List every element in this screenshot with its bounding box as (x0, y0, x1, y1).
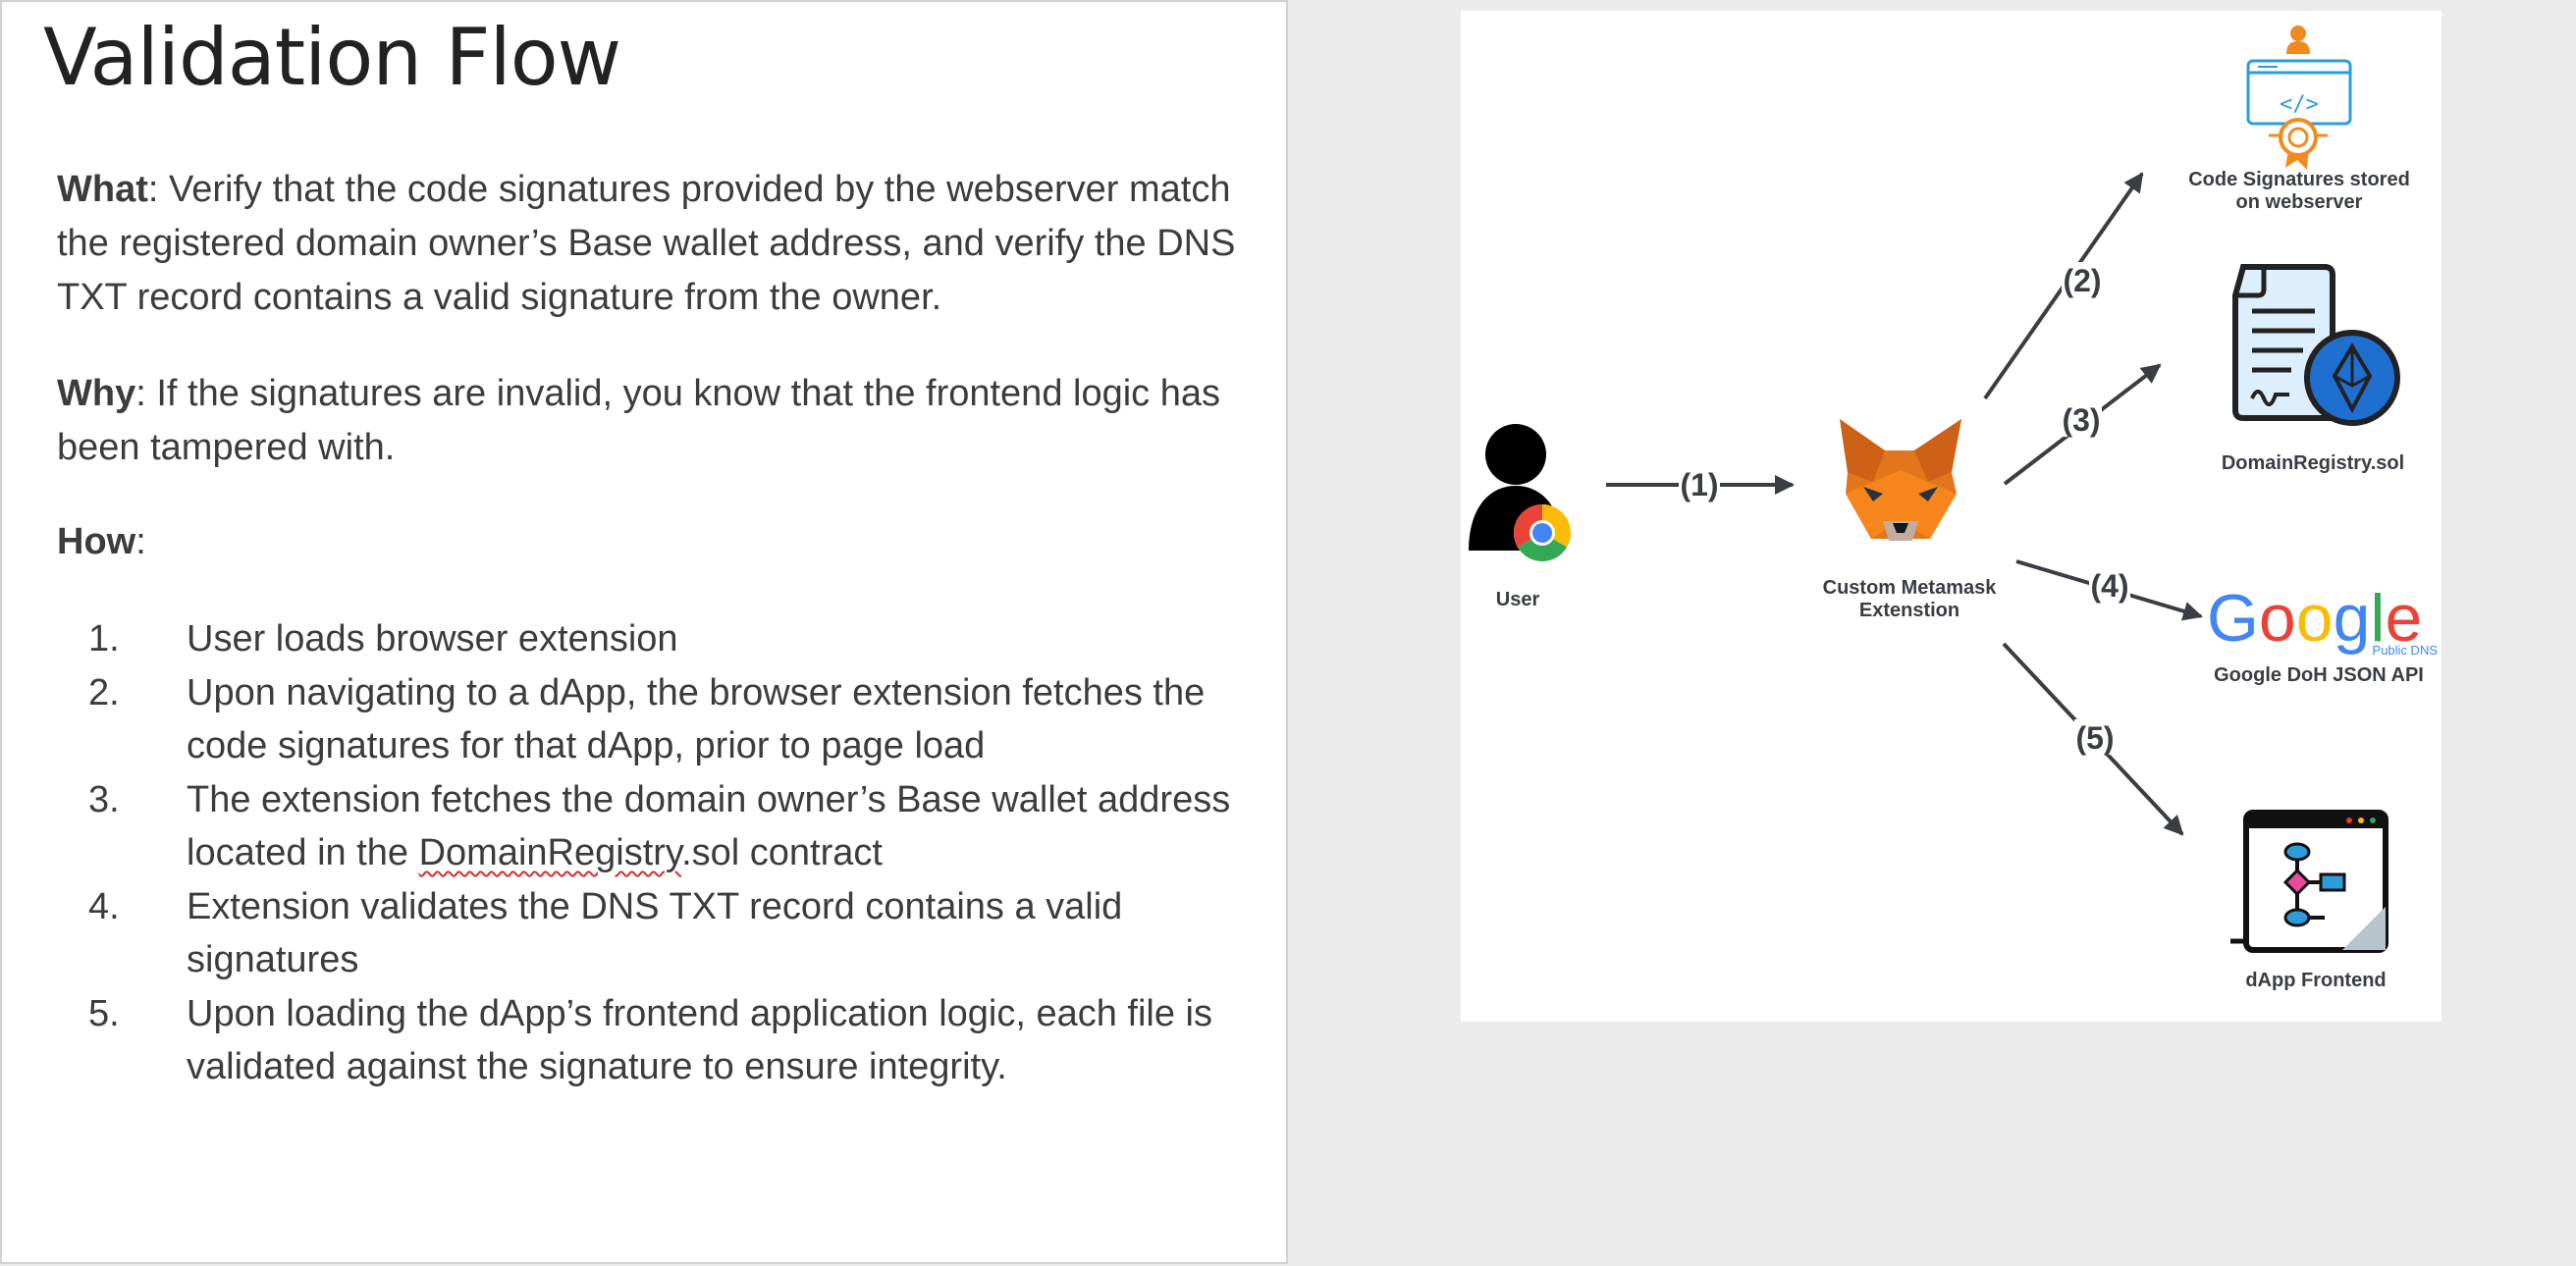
why-label: Why (57, 373, 135, 414)
list-item-number: 3. (88, 773, 120, 827)
list-item-number: 4. (88, 880, 120, 934)
slide: Validation Flow What: Verify that the co… (0, 0, 1288, 1264)
list-item-text-end: .sol contract (681, 832, 883, 873)
list-item: 2. Upon navigating to a dApp, the browser… (57, 666, 1284, 773)
list-item-number: 5. (88, 987, 120, 1041)
google-public-dns-sublabel: Public DNS (2373, 643, 2439, 658)
list-item-number: 1. (88, 612, 120, 666)
step-label-4: (4) (2090, 568, 2128, 604)
code-signatures-label-line2: on webserver (2236, 191, 2363, 213)
list-item-number: 2. (88, 666, 120, 720)
list-item-text: Extension validates the DNS TXT record c… (187, 886, 1122, 981)
google-public-dns-logo: Google Public DNS (2207, 581, 2438, 658)
google-doh-label: Google DoH JSON API (2214, 664, 2424, 686)
how-label: How (57, 521, 135, 562)
list-item-text: Upon loading the dApp’s frontend applica… (187, 993, 1212, 1088)
domain-registry-label: DomainRegistry.sol (2222, 452, 2404, 474)
user-icon (1469, 424, 1571, 561)
metamask-fox-icon (1840, 419, 1961, 541)
diagram-canvas: User (1) Custom Metamask Extenstion (2) … (1461, 11, 2442, 1022)
list-item: 5. Upon loading the dApp’s frontend appli… (57, 987, 1284, 1094)
step-label-2: (2) (2063, 263, 2101, 298)
steps-list: 1. User loads browser extension 2. Upon na… (57, 612, 1284, 1094)
list-item: 4. Extension validates the DNS TXT record… (57, 880, 1284, 987)
step-label-5: (5) (2075, 720, 2114, 756)
code-certificate-icon: </> (2248, 26, 2350, 170)
dapp-frontend-label: dApp Frontend (2245, 970, 2386, 991)
what-label: What (57, 169, 148, 210)
extension-label-line1: Custom Metamask (1823, 577, 1998, 599)
page-title: Validation Flow (43, 12, 620, 103)
user-label: User (1496, 589, 1540, 610)
why-text: : If the signatures are invalid, you kno… (57, 373, 1220, 468)
svg-text:</>: </> (2280, 92, 2319, 117)
chrome-icon (1514, 504, 1571, 561)
validation-flow-diagram: User (1) Custom Metamask Extenstion (2) … (1461, 11, 2442, 1022)
extension-label-line2: Extenstion (1859, 600, 1959, 621)
list-item: 1. User loads browser extension (57, 612, 1284, 666)
ethereum-icon (2307, 333, 2397, 423)
what-text: : Verify that the code signatures provid… (57, 169, 1235, 318)
spellcheck-flagged-word[interactable]: DomainRegistry (419, 832, 681, 873)
step-label-3: (3) (2062, 402, 2100, 438)
how-text: : (135, 521, 146, 562)
step-label-1: (1) (1680, 467, 1718, 502)
dapp-frontend-icon (2230, 813, 2386, 950)
list-item-text: User loads browser extension (187, 618, 678, 659)
list-item: 3.The extension fetches the domain owner… (57, 773, 1284, 880)
what-paragraph: What: Verify that the code signatures pr… (57, 163, 1284, 325)
how-paragraph: How: (57, 515, 1284, 569)
list-item-text: Upon navigating to a dApp, the browser e… (187, 672, 1205, 767)
contract-document-icon (2235, 267, 2397, 423)
code-signatures-label-line1: Code Signatures stored (2188, 169, 2410, 190)
why-paragraph: Why: If the signatures are invalid, you … (57, 367, 1284, 475)
